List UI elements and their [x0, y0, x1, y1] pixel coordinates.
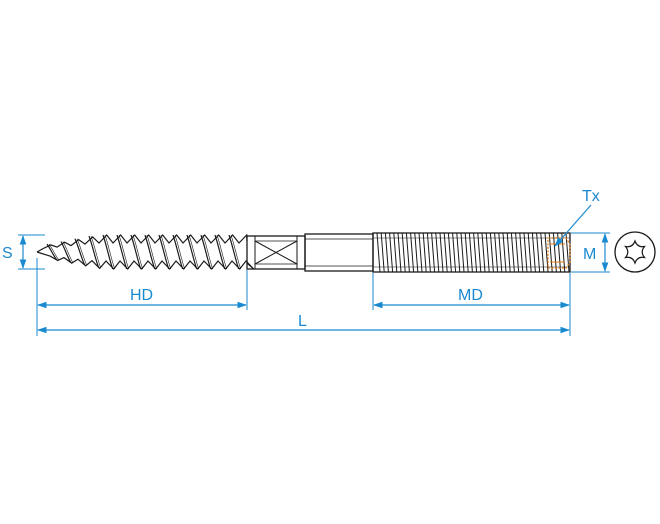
wood-thread-crest-shade — [48, 243, 59, 261]
metric-thread-line — [510, 232, 515, 273]
label-md: MD — [458, 287, 483, 304]
metric-thread-line — [447, 232, 452, 273]
dimension-m: M — [571, 232, 610, 273]
metric-thread-line — [473, 232, 478, 273]
metric-thread-line — [414, 232, 419, 273]
wood-thread-crest-shade — [216, 234, 227, 270]
wood-thread-crest — [172, 234, 184, 270]
wood-thread-crest — [200, 234, 212, 270]
wood-thread-crest — [228, 234, 240, 270]
metric-thread-line — [557, 232, 562, 273]
metric-thread-line — [376, 232, 381, 273]
metric-thread-line — [540, 232, 545, 273]
screw-body — [36, 232, 571, 273]
metric-thread-line — [401, 232, 406, 273]
wood-thread-crest-shade — [118, 234, 129, 270]
metric-thread-line — [418, 232, 423, 273]
label-hd: HD — [130, 287, 153, 304]
metric-thread-line — [397, 232, 402, 273]
wood-thread-crest-shade — [62, 241, 73, 263]
label-s: S — [2, 245, 13, 262]
metric-thread-line — [485, 232, 490, 273]
metric-thread-line — [498, 232, 503, 273]
metric-thread-line — [431, 232, 436, 273]
dimension-l: L — [37, 313, 570, 334]
metric-thread-line — [468, 232, 473, 273]
wood-thread-crest — [214, 234, 226, 270]
metric-thread-line — [561, 232, 566, 273]
label-l: L — [298, 313, 307, 330]
wood-thread-section — [36, 233, 255, 270]
metric-thread-line — [380, 232, 385, 273]
metric-thread-line — [439, 232, 444, 273]
metric-thread-line — [410, 232, 415, 273]
wood-thread-crest-shade — [146, 234, 157, 270]
metric-thread-line — [405, 232, 410, 273]
wood-thread-crest — [74, 238, 86, 266]
label-m: M — [583, 246, 596, 263]
wood-thread-crest — [116, 234, 128, 270]
wood-thread-crest-shade — [230, 234, 241, 270]
metric-thread-line — [552, 232, 557, 273]
dimension-s: S — [2, 234, 45, 270]
metric-thread-line — [527, 232, 532, 273]
metric-thread-line — [456, 232, 461, 273]
metric-thread-line — [494, 232, 499, 273]
dimension-tx: Tx — [554, 188, 600, 247]
wood-thread-crest-shade — [174, 234, 185, 270]
metric-thread-line — [481, 232, 486, 273]
metric-thread-line — [519, 232, 524, 273]
metric-thread-line — [515, 232, 520, 273]
metric-thread-line — [460, 232, 465, 273]
metric-thread-section — [372, 232, 571, 273]
metric-thread-line — [435, 232, 440, 273]
shank-drive-section — [246, 235, 306, 270]
metric-thread-line — [384, 232, 389, 273]
label-tx: Tx — [582, 188, 600, 205]
metric-thread-line — [452, 232, 457, 273]
metric-thread-line — [443, 232, 448, 273]
wood-thread-crest — [88, 235, 100, 269]
metric-thread-line — [548, 232, 553, 273]
wood-thread-crest-shade — [202, 234, 213, 270]
metric-thread-line — [393, 232, 398, 273]
wood-thread-crest — [130, 234, 142, 270]
metric-thread-line — [502, 232, 507, 273]
wood-thread-crest — [60, 241, 72, 263]
metric-thread-line — [477, 232, 482, 273]
wood-thread-crest-shade — [132, 234, 143, 270]
wood-thread-crest — [102, 234, 114, 270]
plain-shank — [304, 233, 374, 272]
wood-thread-crest — [144, 234, 156, 270]
wood-thread-crest — [186, 234, 198, 270]
wood-thread-crest-shade — [188, 234, 199, 270]
torx-star-icon — [623, 239, 647, 265]
metric-thread-line — [489, 232, 494, 273]
torx-end-view — [614, 231, 656, 273]
dimension-md: MD — [372, 273, 571, 336]
wood-thread-crest — [46, 243, 58, 261]
metric-thread-line — [464, 232, 469, 273]
dimension-hd: HD — [36, 258, 248, 336]
metric-thread-line — [506, 232, 511, 273]
metric-thread-line — [565, 232, 570, 273]
metric-thread-line — [523, 232, 528, 273]
metric-thread-line — [389, 232, 394, 273]
metric-thread-line — [426, 232, 431, 273]
metric-thread-line — [531, 232, 536, 273]
wood-thread-crest-shade — [76, 238, 87, 266]
wood-thread-crest — [158, 234, 170, 270]
metric-thread-line — [536, 232, 541, 273]
wood-thread-crest-shade — [160, 234, 171, 270]
metric-thread-line — [422, 232, 427, 273]
wood-thread-crest-shade — [104, 234, 115, 270]
wood-thread-crest-shade — [90, 235, 101, 269]
